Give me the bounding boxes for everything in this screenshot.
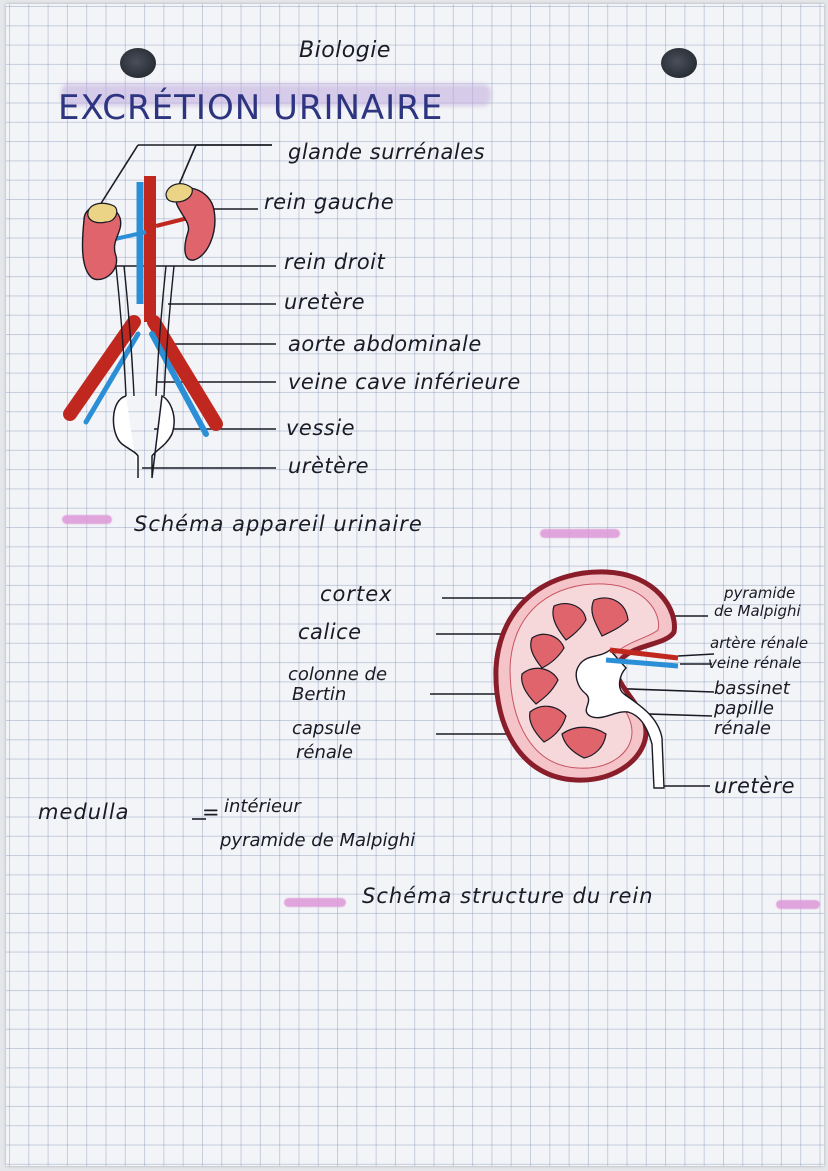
page-title: EXCRÉTION URINAIRE — [58, 88, 444, 128]
caption-kidney-structure: Schéma structure du rein — [362, 884, 654, 908]
label-renale-capsule: rénale — [296, 742, 353, 763]
diagrams-canvas — [63, 144, 715, 820]
label-uretere: uretère — [284, 290, 366, 314]
label-glande-surrenales: glande surrénales — [288, 140, 486, 164]
caption-kidney-highlight-left — [284, 898, 346, 907]
label-calice: calice — [298, 620, 362, 644]
label-capsule: capsule — [292, 718, 362, 739]
caption-urinary-system: Schéma appareil urinaire — [134, 512, 423, 536]
label-de-malpighi: de Malpighi — [714, 602, 801, 620]
kidney-structure-diagram — [430, 569, 715, 789]
caption-highlight-left — [62, 515, 112, 524]
note-equals: = — [202, 800, 221, 824]
caption-kidney-highlight-right — [776, 900, 820, 909]
label-rein-gauche: rein gauche — [264, 190, 395, 214]
label-veine-cave-inferieure: veine cave inférieure — [288, 370, 521, 394]
subject-heading: Biologie — [299, 38, 391, 63]
label-vessie: vessie — [286, 416, 355, 440]
label-aorte-abdominale: aorte abdominale — [288, 332, 482, 356]
label-artere-renale: artère rénale — [710, 634, 809, 652]
label-bertin: Bertin — [292, 684, 347, 705]
label-papille: papille — [714, 698, 774, 719]
title-highlight — [61, 84, 491, 106]
label-bassinet: bassinet — [714, 678, 790, 699]
label-colonne-de: colonne de — [288, 664, 388, 685]
label-rein-droit: rein droit — [284, 250, 386, 274]
label-veine-renale: veine rénale — [708, 654, 802, 672]
caption-highlight-right — [540, 529, 620, 538]
note-term: medulla — [38, 800, 130, 824]
binder-hole-left — [120, 48, 156, 78]
note-line2: pyramide de Malpighi — [220, 830, 416, 851]
binder-hole-right — [661, 48, 697, 78]
label-uretre: urètère — [288, 454, 370, 478]
label-cortex: cortex — [320, 582, 393, 606]
label-renale-papille: rénale — [714, 718, 771, 739]
urinary-system-diagram — [63, 144, 276, 479]
label-pyramide: pyramide — [724, 584, 796, 602]
note-line1: intérieur — [224, 796, 301, 817]
notebook-page: Biologie EXCRÉTION URINAIRE — [6, 4, 824, 1166]
label-uretere-kidney: uretère — [714, 774, 796, 798]
